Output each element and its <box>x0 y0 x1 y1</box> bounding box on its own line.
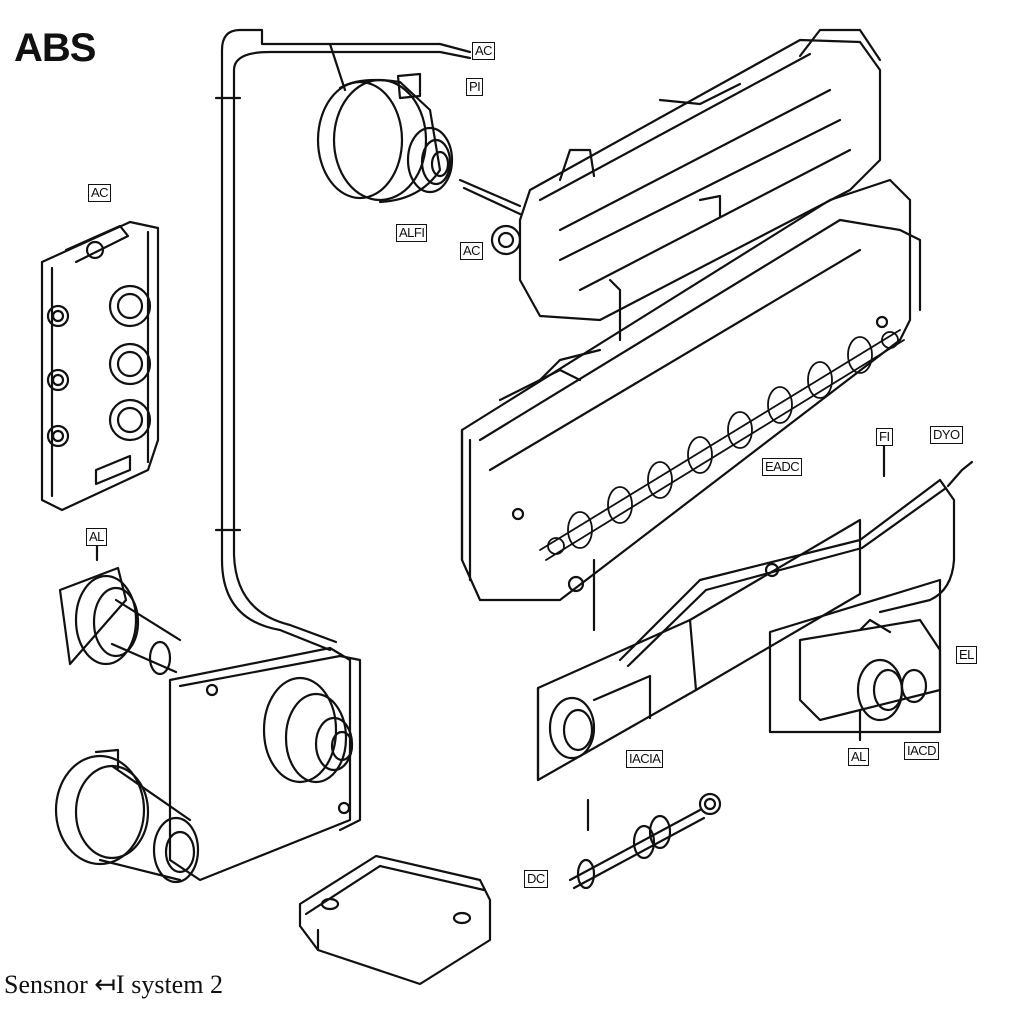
sensor-cables <box>592 442 974 668</box>
label-right-fi: FI <box>876 428 893 446</box>
label-pump: ALFI <box>396 224 428 242</box>
valve-block <box>460 178 922 602</box>
label-module-ac: AC <box>88 184 112 202</box>
abs-control-module <box>40 220 160 562</box>
wheel-sensor-right <box>768 578 942 742</box>
brake-line-left <box>214 28 472 652</box>
pump-motor <box>316 42 522 216</box>
label-valve: EADC <box>762 458 803 476</box>
label-sensor-al: AL <box>848 748 869 766</box>
label-mid: IACIA <box>626 750 664 768</box>
lower-pump-assembly <box>54 566 362 884</box>
label-right-dyo: DYO <box>930 426 963 444</box>
label-pump-ac: AC <box>460 242 484 260</box>
label-bottom-dc: DC <box>524 870 548 888</box>
controller-box <box>298 854 492 986</box>
label-top-pi: PI <box>466 78 484 96</box>
label-module-al: AL <box>86 528 107 546</box>
diagram-title: ABS <box>14 26 96 70</box>
wheel-sensor-mid <box>536 518 862 832</box>
label-top-ac: AC <box>472 42 496 60</box>
valve-assembly <box>539 329 905 561</box>
speed-sensor <box>568 792 722 890</box>
hydraulic-unit-upper <box>490 28 882 342</box>
label-sensor-iacd: IACD <box>904 742 940 760</box>
diagram-caption: Sensnor ↤I system 2 <box>4 970 223 999</box>
label-sensor-el: EL <box>956 646 977 664</box>
